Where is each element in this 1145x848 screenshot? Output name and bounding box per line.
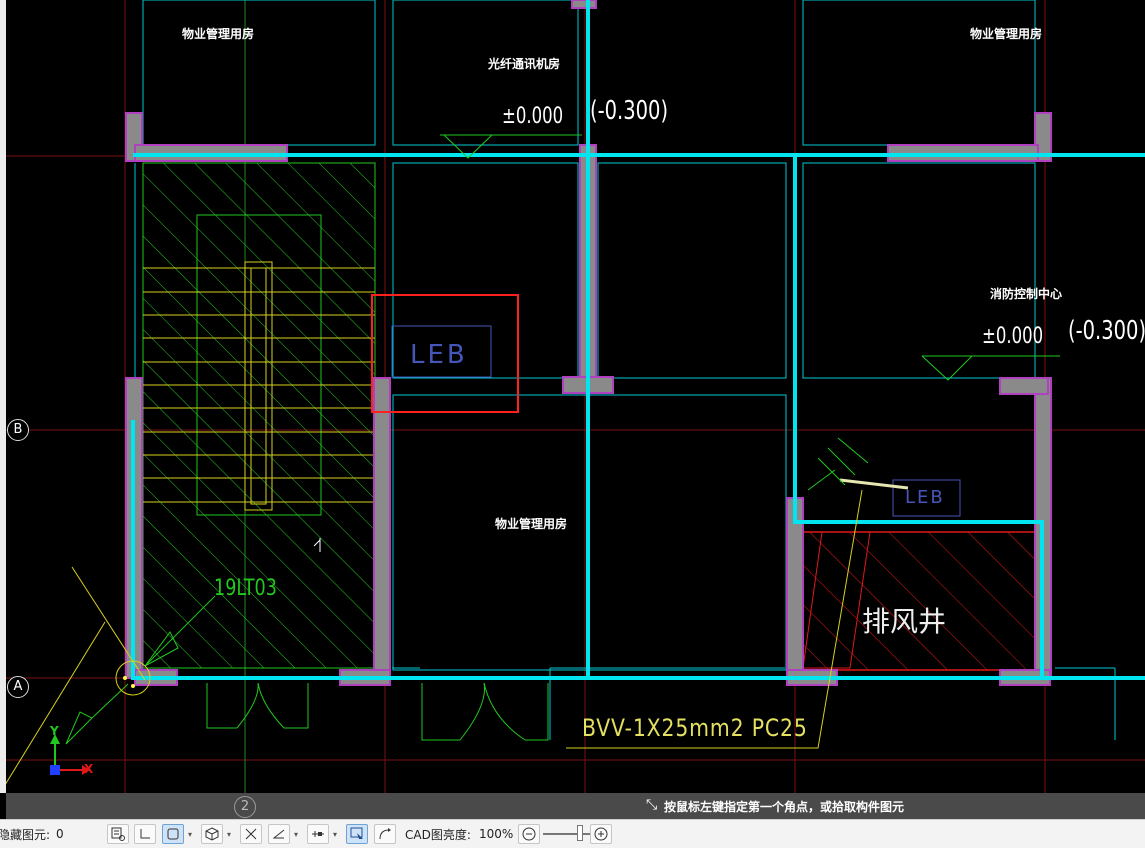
selection-highlight-box bbox=[371, 294, 519, 413]
shaft-label: 排风井 bbox=[862, 605, 947, 638]
snap-mode-button[interactable] bbox=[162, 824, 192, 844]
room-label: 光纤通讯机房 bbox=[488, 57, 561, 71]
room-label: 物业管理用房 bbox=[970, 27, 1043, 41]
cross-select-button[interactable] bbox=[240, 824, 262, 844]
cad-brightness-label: CAD图亮度: bbox=[405, 827, 471, 842]
cable-label: BVV-1X25mm2 PC25 bbox=[582, 714, 808, 742]
canvas-left-border bbox=[0, 0, 6, 793]
cube-icon bbox=[205, 827, 219, 841]
curve-arrow-icon bbox=[379, 828, 391, 840]
elevation-level: ±0.000 bbox=[982, 324, 1044, 349]
pick-corner-icon: ⤡ bbox=[646, 797, 658, 813]
cross-icon bbox=[245, 828, 257, 840]
command-hint-text: 按鼠标左键指定第一个角点，或拾取构件图元 bbox=[664, 800, 905, 814]
dimension-button[interactable] bbox=[307, 824, 337, 844]
brightness-increase-button[interactable] bbox=[590, 824, 612, 844]
axis-bubble-a: A bbox=[7, 676, 29, 698]
list-filter-icon bbox=[111, 827, 125, 841]
room-label: 物业管理用房 bbox=[182, 27, 255, 41]
cad-canvas[interactable]: 物业管理用房 光纤通讯机房 物业管理用房 消防控制中心 物业管理用房 ±0.00… bbox=[0, 0, 1145, 793]
command-hint-bar: ⤡ 按鼠标左键指定第一个角点，或拾取构件图元 bbox=[6, 793, 1145, 819]
hidden-elements-label: 隐藏图元: bbox=[0, 827, 51, 842]
dimension-icon bbox=[312, 831, 324, 837]
filter-toggle-button[interactable] bbox=[107, 824, 129, 844]
elevation-level: ±0.000 bbox=[502, 104, 564, 129]
brightness-slider-track[interactable] bbox=[543, 833, 591, 835]
hidden-elements-count: 0 bbox=[56, 827, 64, 841]
minus-circle-icon bbox=[522, 827, 536, 841]
angle-button[interactable] bbox=[268, 824, 298, 844]
monitor-cursor-icon bbox=[350, 827, 363, 839]
cad-brightness-value: 100% bbox=[479, 827, 514, 841]
brightness-decrease-button[interactable] bbox=[518, 824, 540, 844]
cursor-icon bbox=[313, 538, 321, 552]
room-label: 物业管理用房 bbox=[495, 517, 568, 531]
plus-circle-icon bbox=[594, 827, 608, 841]
leb-label: LEB bbox=[410, 340, 468, 370]
room-label: 消防控制中心 bbox=[990, 287, 1063, 301]
leb-label-small: LEB bbox=[905, 487, 945, 508]
floor-plan-drawing bbox=[0, 0, 1145, 793]
ucs-y-label: Y bbox=[50, 724, 59, 738]
brightness-slider-thumb[interactable] bbox=[576, 825, 583, 841]
ucs-icon bbox=[50, 734, 90, 775]
axis-bubble-2-overlay: 2 bbox=[234, 796, 256, 818]
elevation-offset: (-0.300) bbox=[1068, 316, 1145, 346]
ucs-x-label: X bbox=[84, 762, 94, 776]
trace-button[interactable] bbox=[374, 824, 396, 844]
stair-label: 19LT03 bbox=[214, 576, 277, 601]
axis-bubble-b: B bbox=[7, 419, 29, 441]
display-toggle-button[interactable] bbox=[346, 824, 368, 844]
elevation-offset: (-0.300) bbox=[590, 96, 669, 126]
snap-rect-icon bbox=[167, 828, 179, 840]
view-3d-button[interactable] bbox=[201, 824, 231, 844]
ortho-mode-button[interactable] bbox=[134, 824, 156, 844]
ortho-icon bbox=[140, 829, 150, 839]
angle-icon bbox=[272, 829, 285, 839]
status-bar: 隐藏图元: 0 CAD图亮度: 100% bbox=[0, 819, 1145, 848]
